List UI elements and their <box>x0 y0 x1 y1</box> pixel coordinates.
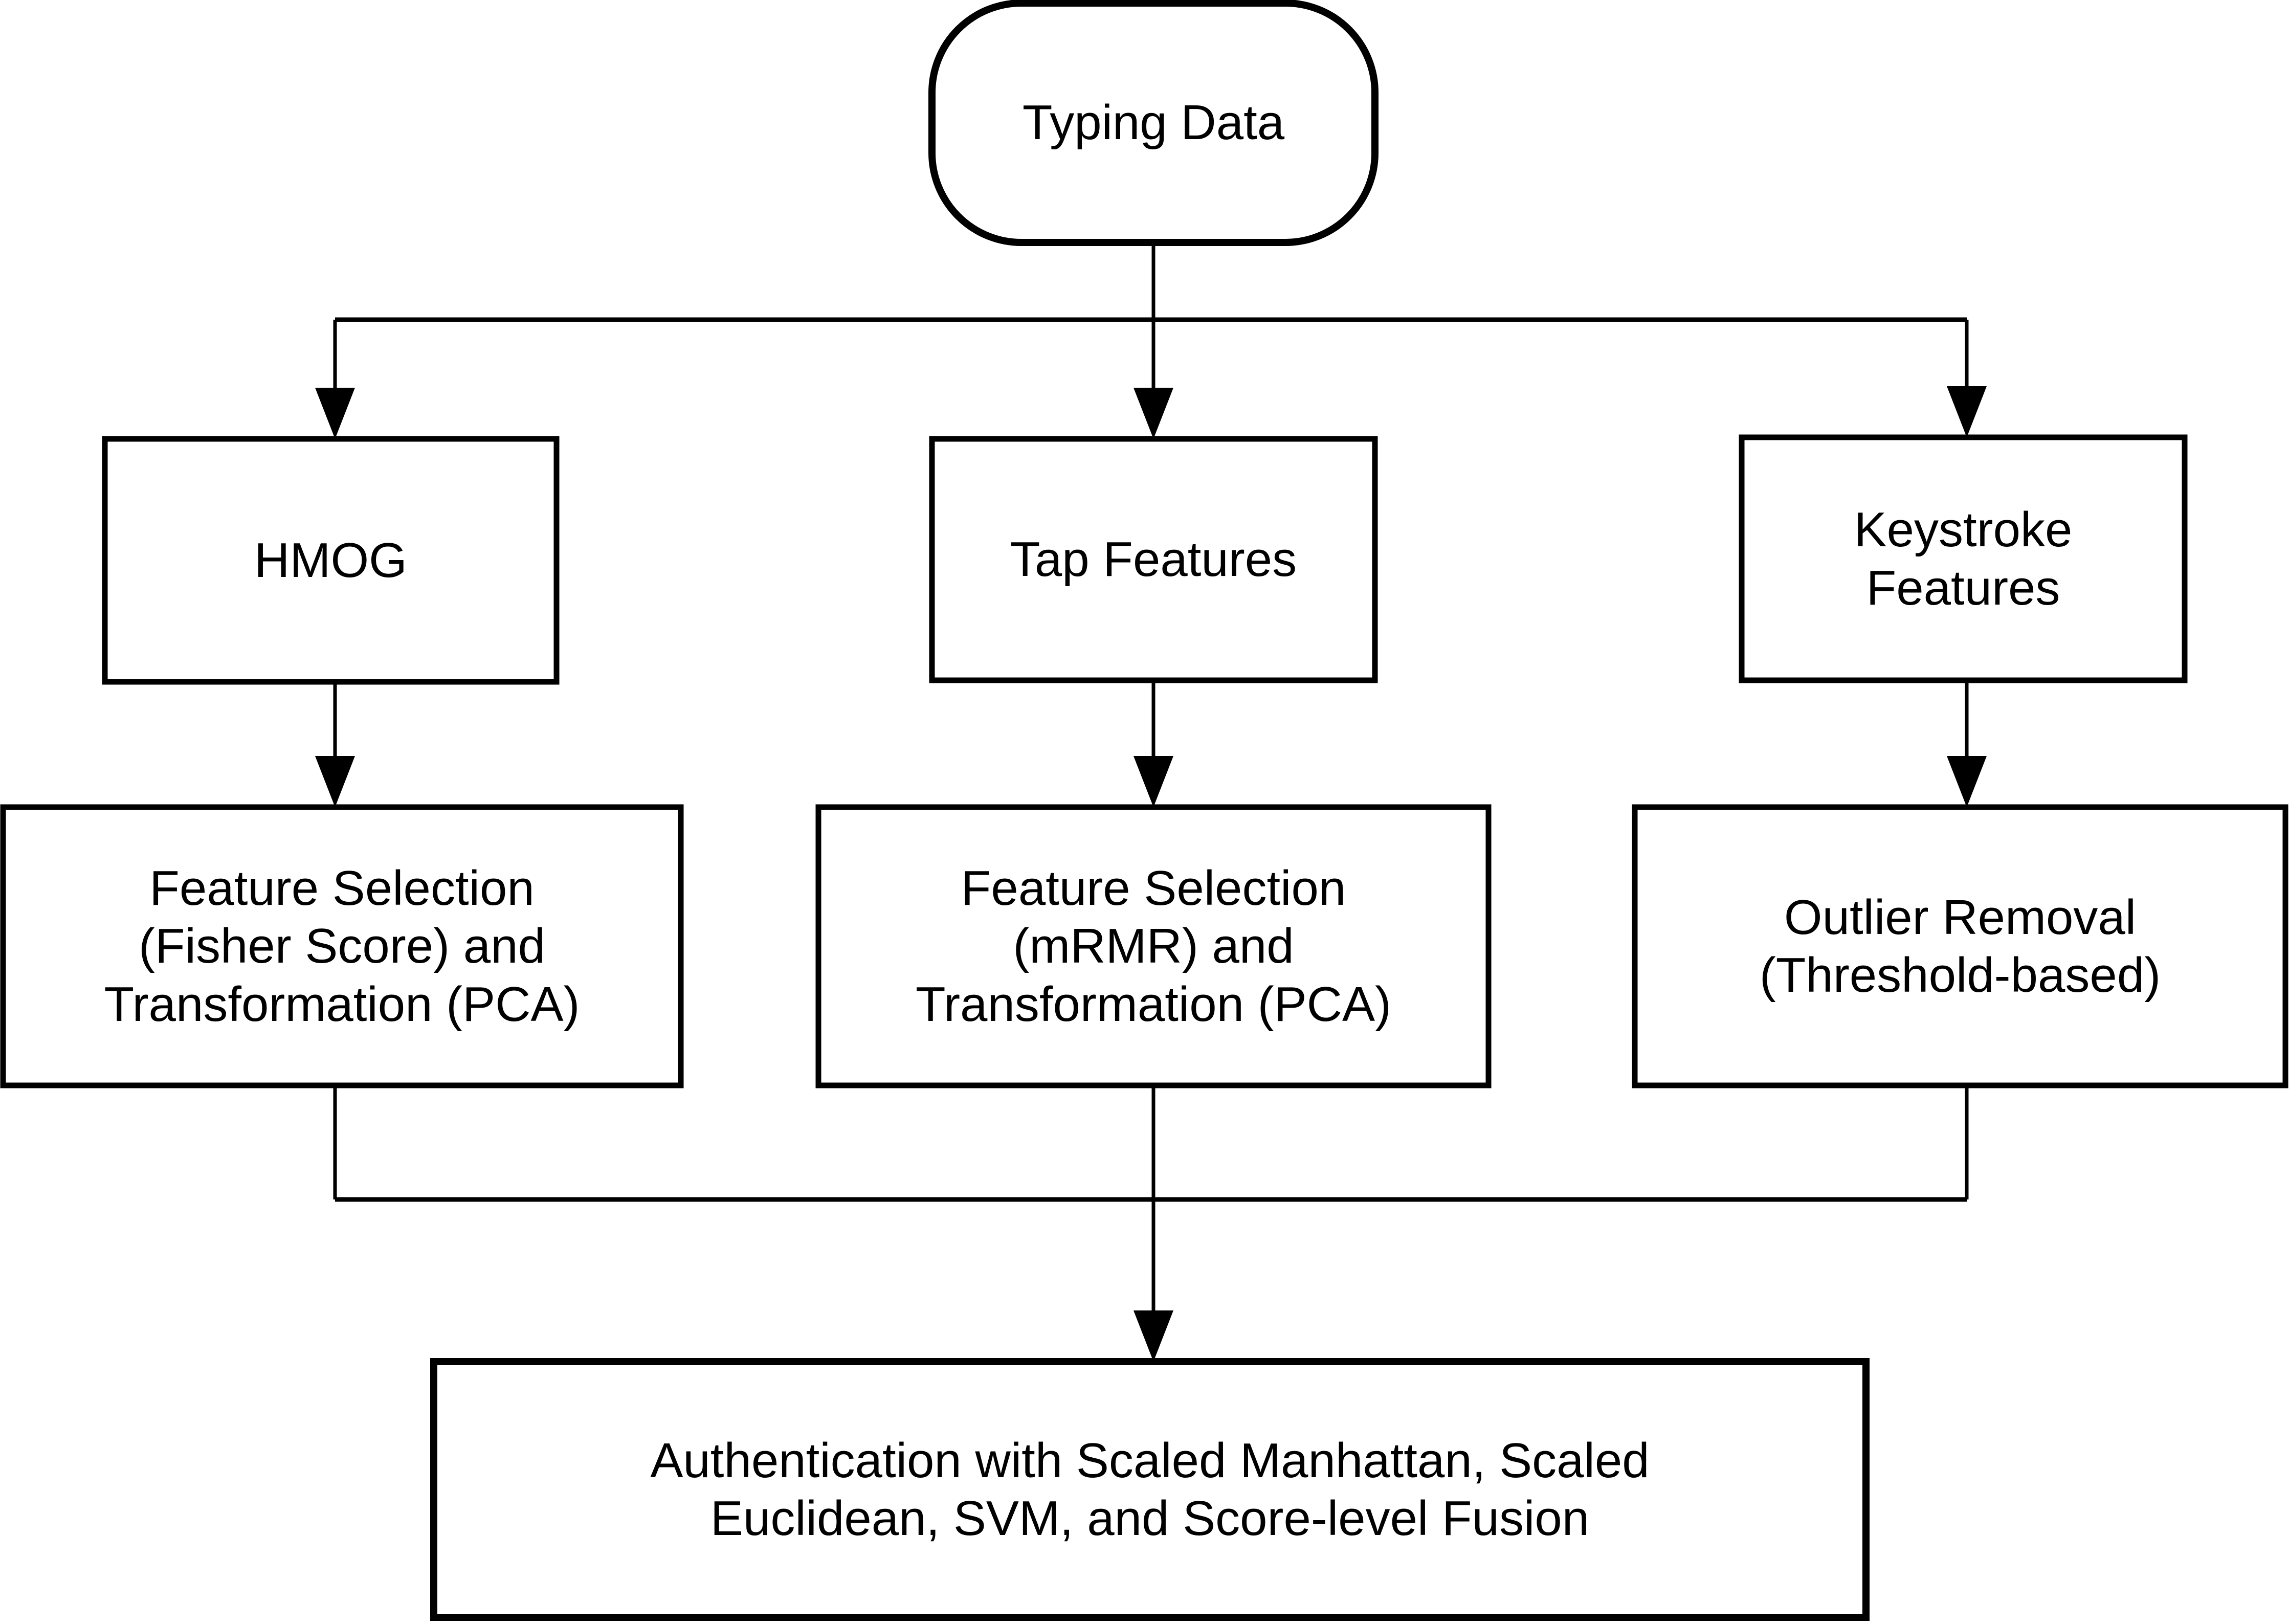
arrowhead-to-hmog <box>315 388 355 439</box>
node-shape-tap-features[interactable] <box>929 436 1378 683</box>
arrowhead-to-tap <box>1134 388 1173 439</box>
arrowhead-to-keystroke <box>1947 386 1987 437</box>
node-shape-outlier-removal[interactable] <box>1632 804 2288 1088</box>
arrowhead-to-outlier <box>1947 756 1987 807</box>
node-shape-keystroke-features[interactable] <box>1739 434 2188 683</box>
node-shape-hmog[interactable] <box>102 436 560 685</box>
arrowhead-layer <box>315 386 1987 1362</box>
node-shape-typing-data[interactable] <box>928 0 1379 246</box>
node-shape-feature-selection-mrmr[interactable] <box>815 804 1492 1088</box>
edge-layer <box>333 244 1969 1325</box>
node-shape-feature-selection-fisher[interactable] <box>0 804 684 1088</box>
node-shape-authentication[interactable] <box>430 1358 1870 1621</box>
arrowhead-to-authentication <box>1134 1310 1173 1362</box>
arrowhead-to-mrmr <box>1134 756 1173 807</box>
arrowhead-to-fisher <box>315 756 355 807</box>
